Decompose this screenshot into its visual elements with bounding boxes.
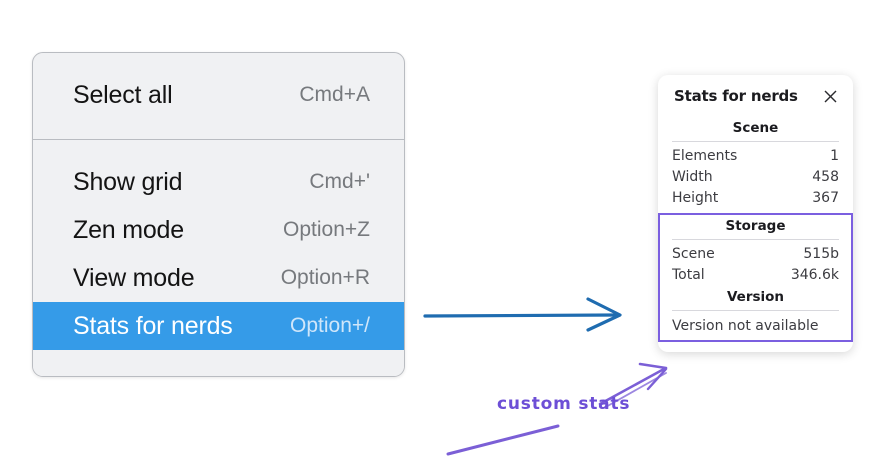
stat-key: Scene bbox=[672, 246, 715, 262]
stat-row-width: Width 458 bbox=[672, 167, 839, 188]
stats-for-nerds-panel: Stats for nerds Scene Elements 1 Width 4… bbox=[658, 75, 853, 352]
menu-item-shortcut: Cmd+A bbox=[299, 83, 370, 106]
stat-key: Height bbox=[672, 190, 719, 206]
stat-row-storage-scene: Scene 515b bbox=[672, 244, 839, 265]
blue-arrow-annotation bbox=[423, 297, 622, 332]
stats-panel-header: Stats for nerds bbox=[658, 87, 853, 105]
stat-row-height: Height 367 bbox=[672, 188, 839, 209]
context-menu[interactable]: Select all Cmd+A Show grid Cmd+' Zen mod… bbox=[32, 52, 405, 377]
annotation-label-custom-stats: custom stats bbox=[497, 394, 631, 414]
version-text: Version not available bbox=[672, 318, 819, 334]
purple-underline-stroke bbox=[446, 424, 560, 456]
menu-item-stats-for-nerds[interactable]: Stats for nerds Option+/ bbox=[33, 302, 404, 350]
storage-section-heading: Storage bbox=[725, 218, 786, 234]
stat-value: 515b bbox=[803, 246, 839, 262]
storage-divider bbox=[672, 239, 839, 240]
menu-item-label: Zen mode bbox=[73, 215, 184, 244]
menu-item-zen-mode[interactable]: Zen mode Option+Z bbox=[33, 206, 404, 254]
scene-section: Scene Elements 1 Width 458 Height 367 bbox=[658, 117, 853, 209]
stat-key: Elements bbox=[672, 148, 738, 164]
menu-group-primary: Select all Cmd+A bbox=[33, 53, 404, 140]
menu-item-shortcut: Cmd+' bbox=[309, 170, 370, 193]
close-icon[interactable] bbox=[821, 87, 839, 105]
menu-item-label: Show grid bbox=[73, 167, 183, 196]
stat-value: 346.6k bbox=[790, 267, 839, 283]
version-divider bbox=[672, 310, 839, 311]
custom-stats-highlight-box: Storage Scene 515b Total 346.6k Version … bbox=[658, 213, 853, 342]
stat-key: Total bbox=[672, 267, 705, 283]
menu-item-select-all[interactable]: Select all Cmd+A bbox=[33, 71, 404, 119]
stat-row-storage-total: Total 346.6k bbox=[672, 265, 839, 286]
stat-value: 1 bbox=[830, 148, 839, 164]
menu-item-label: View mode bbox=[73, 263, 195, 292]
menu-item-view-mode[interactable]: View mode Option+R bbox=[33, 254, 404, 302]
menu-item-shortcut: Option+R bbox=[280, 266, 370, 289]
menu-item-label: Select all bbox=[73, 80, 173, 109]
menu-item-shortcut: Option+Z bbox=[283, 218, 370, 241]
menu-bottom-padding bbox=[33, 350, 404, 376]
stat-key: Width bbox=[672, 169, 713, 185]
scene-divider bbox=[672, 141, 839, 142]
menu-group-view: Show grid Cmd+' Zen mode Option+Z View m… bbox=[33, 140, 404, 350]
menu-item-show-grid[interactable]: Show grid Cmd+' bbox=[33, 158, 404, 206]
storage-section: Storage Scene 515b Total 346.6k bbox=[660, 215, 851, 286]
stats-panel-title: Stats for nerds bbox=[674, 87, 798, 105]
menu-item-shortcut: Option+/ bbox=[290, 314, 370, 337]
menu-item-label: Stats for nerds bbox=[73, 311, 233, 340]
version-section-heading: Version bbox=[726, 289, 785, 305]
stat-value: 458 bbox=[812, 169, 839, 185]
stat-value: 367 bbox=[812, 190, 839, 206]
version-section: Version Version not available bbox=[660, 286, 851, 336]
stat-row-elements: Elements 1 bbox=[672, 146, 839, 167]
scene-section-heading: Scene bbox=[732, 120, 779, 136]
